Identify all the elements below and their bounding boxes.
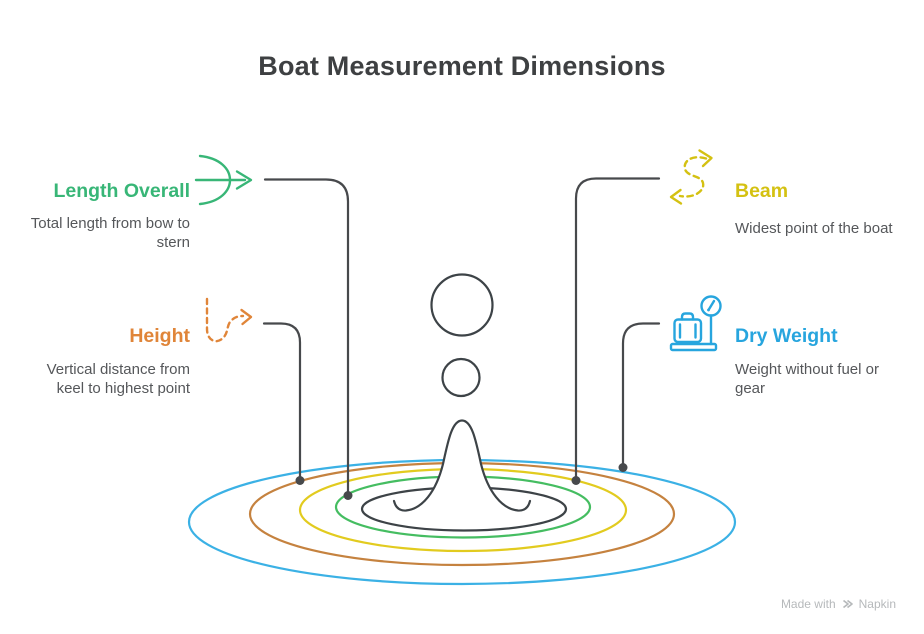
droplets <box>430 273 494 398</box>
callout-label-dry-weight: Dry Weight <box>735 325 838 347</box>
connector-dot-length-overall <box>343 491 353 500</box>
napkin-brand-text: Napkin <box>858 597 896 611</box>
connector-dots <box>295 463 628 500</box>
connector-dry-weight <box>621 322 661 465</box>
connector-height <box>262 322 302 478</box>
droplet-circle-small <box>441 357 481 398</box>
connectors <box>262 177 661 493</box>
luggage-scale-icon <box>669 295 722 352</box>
callout-label-height: Height <box>129 325 190 347</box>
callout-desc-dry-weight: Weight without fuel or gear <box>735 361 879 397</box>
page-title: Boat Measurement Dimensions <box>258 51 666 81</box>
callout-desc-beam: Widest point of the boat <box>735 220 893 237</box>
connector-dot-height <box>295 476 305 485</box>
connector-dot-beam <box>571 476 581 485</box>
connector-dot-dry-weight <box>618 463 628 472</box>
callout-desc-height: Vertical distance from keel to highest p… <box>46 361 190 397</box>
connector-length-overall <box>263 178 350 493</box>
made-with-napkin-badge[interactable]: Made with Napkin <box>781 597 896 611</box>
callout-desc-length-overall: Total length from bow to stern <box>30 215 190 251</box>
callout-label-length-overall: Length Overall <box>53 180 190 202</box>
bow-arrow-icon <box>194 154 253 206</box>
made-with-text: Made with <box>780 597 836 611</box>
droplet-circle-large <box>430 273 494 337</box>
dashed-turn-arrow-icon <box>205 297 253 343</box>
callout-label-beam: Beam <box>735 180 789 202</box>
splash-column <box>392 419 532 512</box>
s-curve-arrows-icon <box>669 149 713 205</box>
napkin-logo-icon <box>842 599 853 609</box>
connector-beam <box>574 177 661 478</box>
